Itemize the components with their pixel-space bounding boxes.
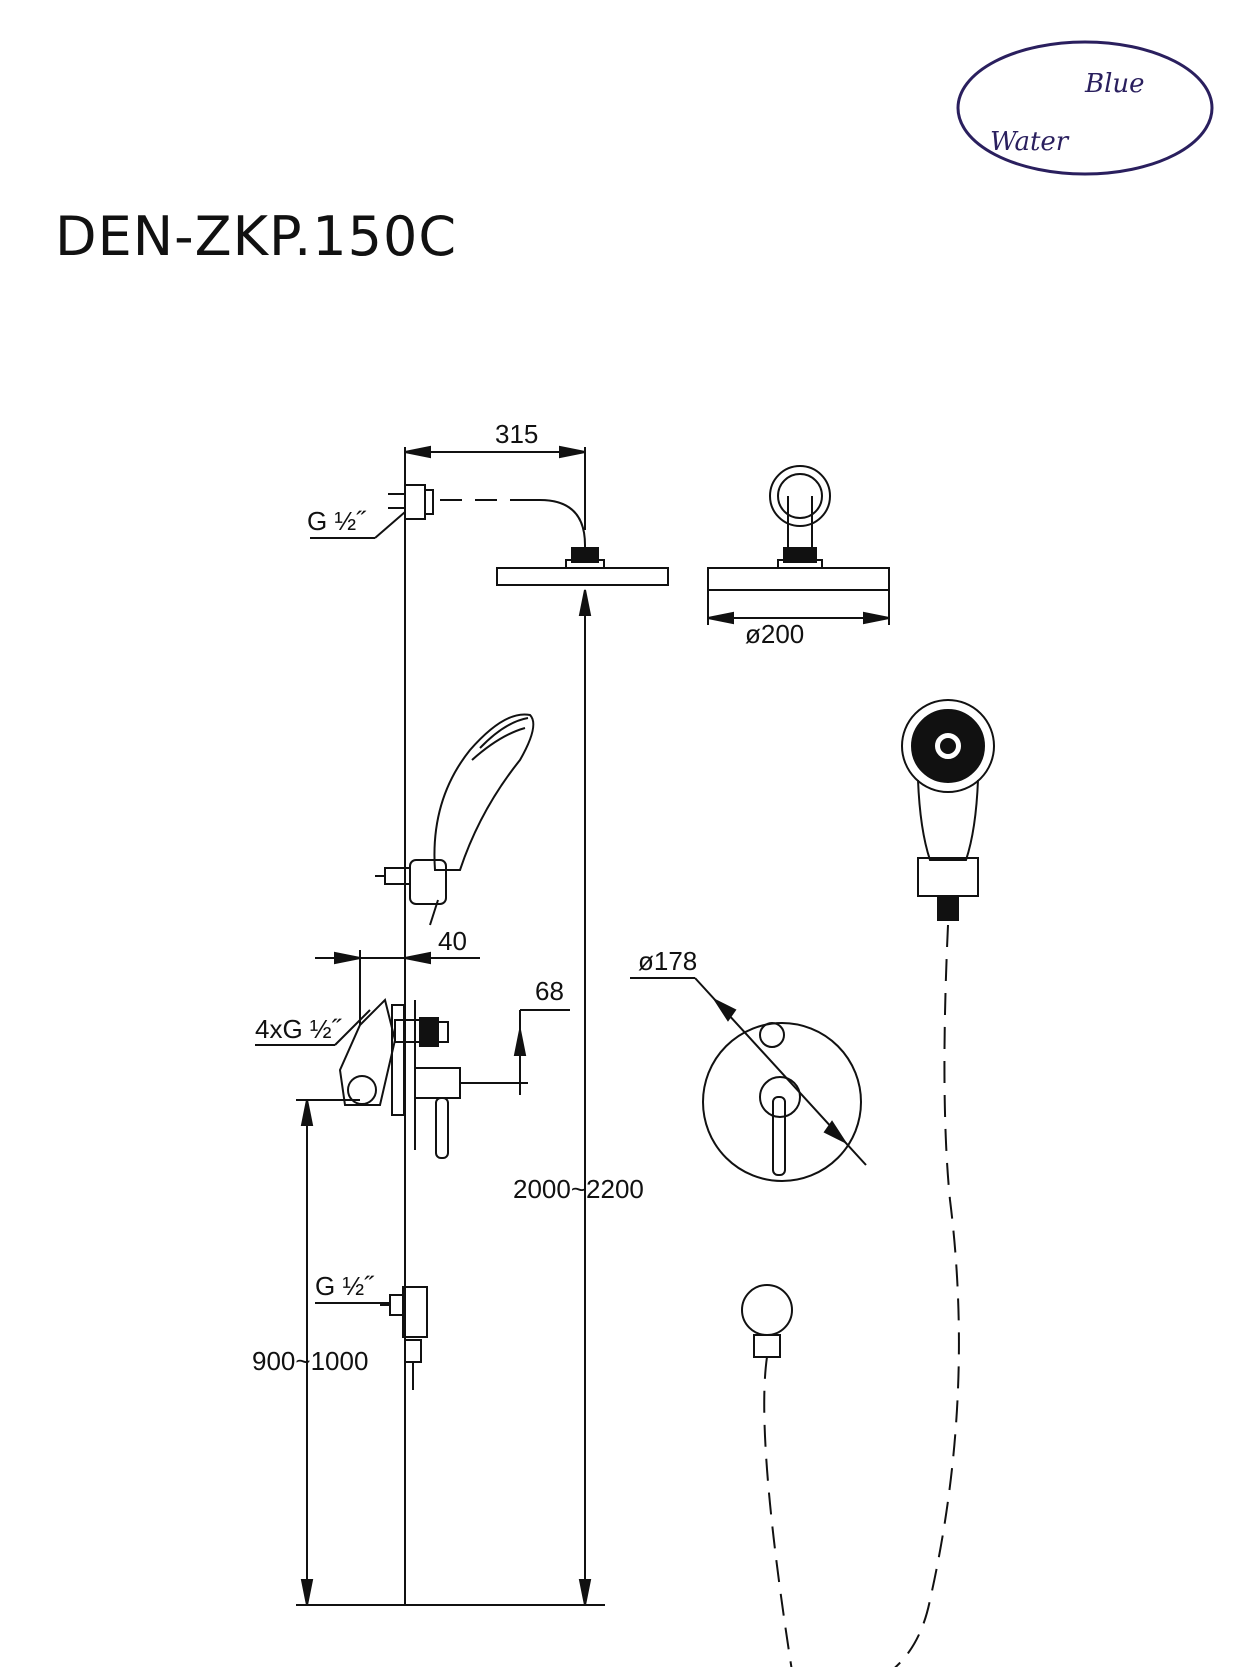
dim-head-diameter: ø200: [745, 619, 804, 649]
model-title: DEN-ZKP.150C: [55, 205, 458, 268]
bottom-outlet-front: [741, 1284, 793, 1667]
label-inlet-top: G ½˝: [307, 506, 367, 536]
dim-mixer-height: 900~1000: [252, 1346, 368, 1376]
dim-wall-offset: 40: [438, 926, 467, 956]
hand-shower-front: [894, 699, 995, 1667]
logo-line1: Blue: [1084, 69, 1145, 99]
logo-line2: Water: [990, 127, 1070, 157]
dim-total-height: 2000~2200: [513, 1174, 644, 1204]
shower-arm-side: [388, 484, 669, 586]
mixer-front: [630, 977, 867, 1182]
brand-logo: Blue Water: [956, 40, 1214, 176]
label-mixer-inlets: 4xG ½˝: [255, 1014, 343, 1044]
label-outlet-bottom: G ½˝: [315, 1271, 375, 1301]
shower-head-front: [707, 465, 890, 625]
mixer-side: [338, 998, 461, 1159]
dim-plate-diameter: ø178: [638, 946, 697, 976]
dim-handle-offset: 68: [535, 976, 564, 1006]
hand-shower-side: [375, 713, 535, 926]
bottom-outlet-side: [315, 1286, 428, 1390]
dim-arm-length: 315: [495, 419, 538, 449]
